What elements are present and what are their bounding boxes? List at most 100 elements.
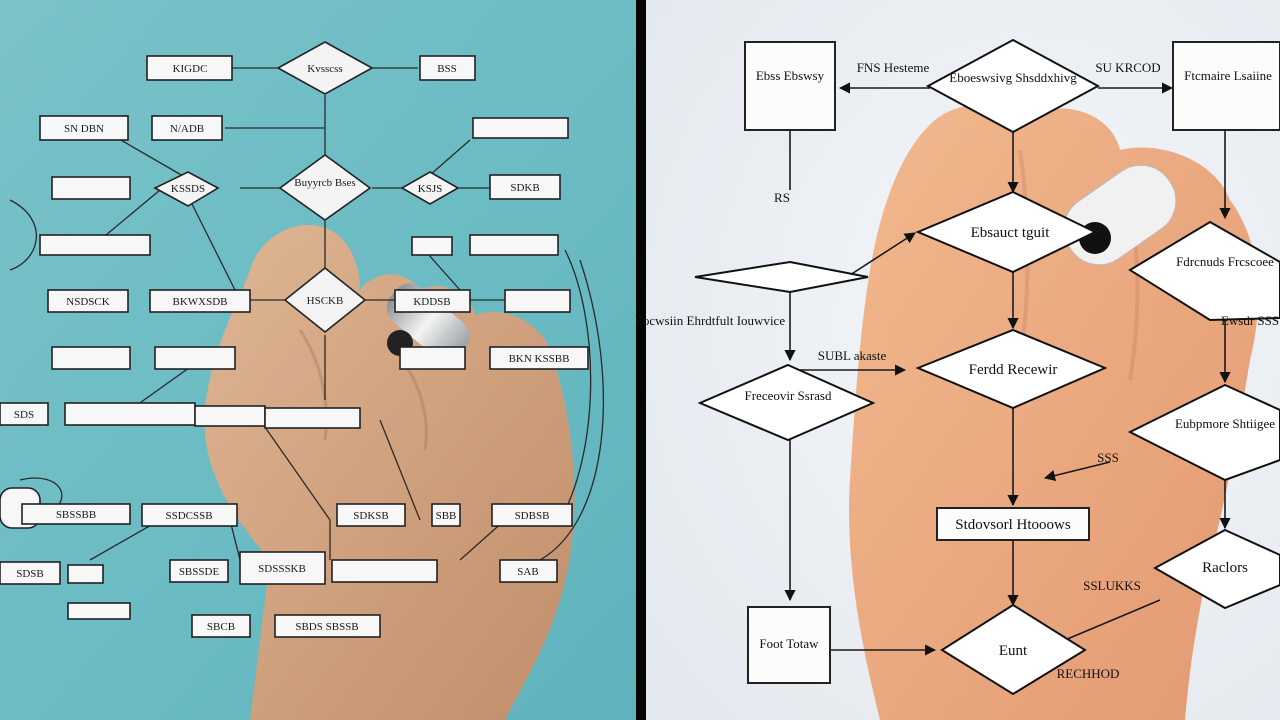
box-bottom-3-label: SBB [436,510,457,522]
box-mid-left [39,115,129,141]
diamond-hand [283,266,367,334]
box-top-right [1172,41,1280,131]
diamond-left-label: KSSDS [171,183,205,195]
box-top-right-label: BSS [437,63,457,75]
box-left-5 [51,346,131,370]
note-right-2: SSLUKKS [1083,578,1141,593]
box-bottom-9-label: SBDS SBSSB [295,621,358,633]
left-diagram: KIGDC Kvsscss BSS SN DBN N/ADB Buyyrcb B… [0,41,605,638]
box-right [489,174,561,200]
diamond-right-label: KSJS [418,183,442,195]
box-right-3-label: BKN KSSBB [509,353,570,365]
box-left-6 [154,346,236,370]
diamond-mid [915,190,1098,274]
box-mid-right [472,117,569,139]
note-left-block: Eocwsiin Ehrdtfult Iouwvice [635,313,785,328]
box-bottom-6 [239,551,326,585]
note-bottom: RECHHOD [1057,666,1120,681]
diamond-mid-label: Ebsauct tguit [971,225,1051,241]
box-far-left-2-label: SBSSBB [56,509,96,521]
diamond-top [925,38,1101,134]
box-process [936,507,1090,541]
box-row-long [64,402,196,426]
box-top-left [744,41,836,131]
box-left-3 [51,176,131,200]
box-left-row [39,234,151,256]
box-hand-1-label: BKWXSDB [172,296,227,308]
box-bottom-1 [141,503,238,527]
box-top-left-label: KIGDC [173,63,208,75]
note-top-left: FNS Hesteme [857,60,930,75]
box-mid-left-label: SN DBN [64,123,104,135]
diamond-left [153,171,220,207]
box-bottom-4-label: SDBSB [515,510,550,522]
note-hand: SSS [1097,450,1119,465]
box-right-3a [504,289,571,313]
box-right-label: SDKB [510,182,539,194]
box-bottom-7 [499,559,558,583]
box-bottom-4 [491,503,573,527]
diamond-hand-label: HSCKB [307,295,344,307]
box-right-row [469,234,559,256]
diamond-right [400,171,460,205]
diamond-left [697,363,876,442]
diamond-left-label: Freceovir Ssrasd [744,388,832,403]
box-mid-2-label: N/ADB [170,123,204,135]
box-small-bottom [67,564,104,584]
box-bottom-left [67,602,131,620]
box-bottom-left-label: Foot Totaw [759,636,819,651]
box-left-4 [47,289,129,313]
box-bottom-2 [336,503,406,527]
diamond-center [278,154,372,221]
box-right-2-label: KDDSB [413,296,450,308]
box-bottom-9 [274,614,381,638]
box-far-left-3-label: SDSB [16,568,44,580]
box-right-2 [394,289,471,313]
diamond-right [1128,220,1280,322]
box-top-right-label: Ftcmaire Lsaiine [1184,68,1272,83]
box-mid-2 [151,115,223,141]
diamond-center [915,328,1108,410]
box-far-left-1 [0,402,49,426]
note-top-right: SU KRCOD [1095,60,1160,75]
box-process-label: Stdovsorl Htooows [955,517,1071,533]
box-hand-1 [149,289,251,313]
diamond-right-2-label: Eubpmore Shtiigee [1175,416,1275,431]
diamond-right-3-label: Raclors [1202,560,1248,576]
box-small-mid [411,236,453,256]
box-far-left-1-label: SDS [14,409,34,421]
box-right-3 [489,346,589,370]
note-mid: SUBL akaste [818,348,887,363]
box-far-left-3 [0,561,61,585]
box-bottom-2-label: SDKSB [353,510,388,522]
diamond-top-center-label: Kvsscss [307,63,342,75]
note-left-small: RS [774,190,790,205]
box-row-mid [194,405,266,427]
box-bottom-left [747,606,831,684]
diamond-right-3 [1152,528,1280,610]
diamond-bottom [940,603,1087,696]
diamond-top-label: Eboeswsivg Shsddxhivg [949,70,1077,85]
box-bottom-3 [431,503,461,527]
box-bottom-8 [191,614,251,638]
box-bottom-1-label: SSDCSSB [165,510,212,522]
box-bottom-5-label: SBSSDE [179,566,220,578]
box-bottom-6-label: SDSSSKB [258,563,306,575]
box-row-right [264,407,361,429]
diamond-top-center [276,41,374,95]
divider [636,0,646,720]
box-left-4-label: NSDSCK [66,296,109,308]
box-right-small [399,346,466,370]
diamond-right-2 [1127,383,1280,482]
box-top-left [146,55,233,81]
right-diagram: Ebss Ebswsy FNS Hesteme Eboeswsivg Shsdd… [635,38,1280,696]
box-far-left-2 [21,503,131,525]
diamond-flat-left [694,260,869,294]
box-bottom-8-label: SBCB [207,621,235,633]
box-top-right [419,55,476,81]
box-top-left-label: Ebss Ebswsy [756,68,825,83]
box-bottom-7-label: SAB [517,566,538,578]
box-bottom-wide [331,559,438,583]
